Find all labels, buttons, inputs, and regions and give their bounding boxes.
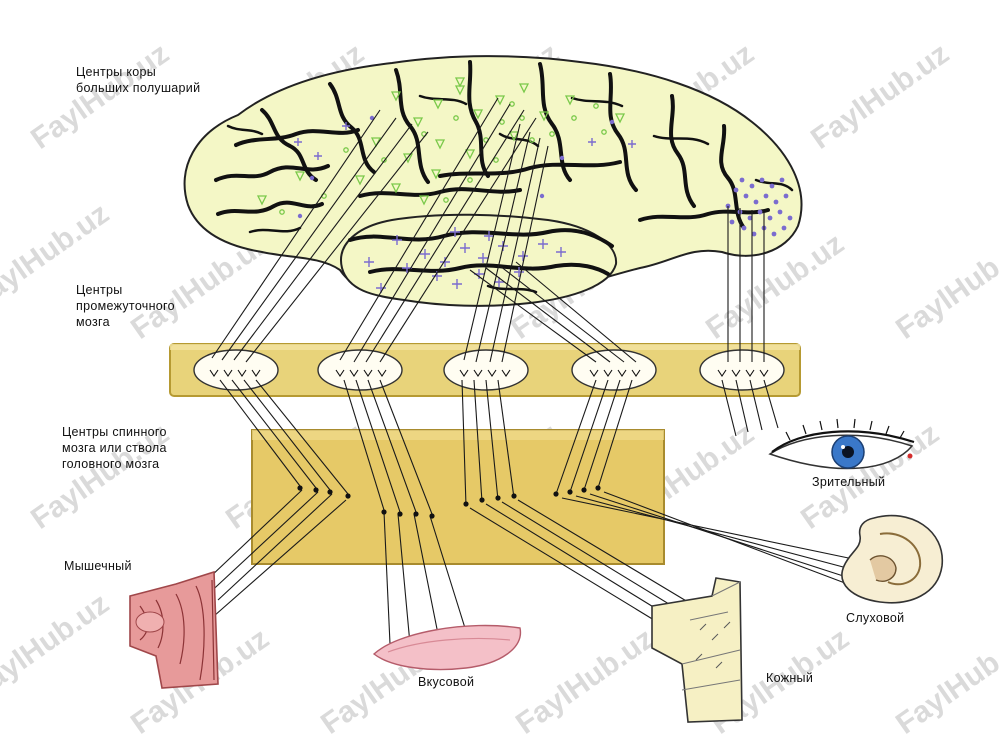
cortical-markers — [256, 77, 626, 215]
tongue-receptor — [372, 624, 522, 671]
label-visual: Зрительный — [812, 475, 885, 489]
eye-receptor — [768, 418, 915, 470]
eye-glint — [841, 445, 845, 449]
ear-helix-fold — [879, 532, 922, 586]
temporal-lobe — [340, 213, 618, 307]
brain — [183, 55, 803, 307]
label-diencephalon-line2: промежуточного — [76, 299, 175, 313]
skin-layers — [681, 581, 741, 691]
synapse-marks — [297, 485, 601, 519]
watermark: FaylHub.uz — [510, 622, 660, 741]
label-diencephalon-line1: Центры — [76, 283, 123, 297]
watermark: FaylHub.uz — [0, 197, 115, 316]
skin-receptors — [695, 621, 731, 669]
nerve-fibers — [189, 97, 875, 645]
label-cortex-line2: больших полушарий — [76, 81, 200, 95]
muscle-receptor — [129, 570, 219, 689]
ear-outer — [841, 514, 943, 604]
tongue — [372, 624, 522, 671]
label-cortex-line1: Центры коры — [76, 65, 156, 79]
label-spinal-line1: Центры спинного — [62, 425, 167, 439]
spinal-highlight — [252, 430, 664, 440]
thalamic-synapses — [209, 369, 769, 377]
band-highlight — [170, 344, 800, 350]
ear-receptor — [841, 514, 943, 604]
spinal-cord-block — [251, 429, 665, 565]
skin-receptor — [651, 577, 743, 723]
thalamic-nucleus-1 — [193, 349, 279, 391]
label-hearing: Слуховой — [846, 611, 904, 625]
tongue-groove — [387, 637, 511, 653]
eye-pupil — [842, 446, 854, 458]
label-taste: Вкусовой — [418, 675, 474, 689]
eyelid — [771, 430, 915, 453]
cortical-markers-purple — [294, 122, 636, 293]
muscle-block — [129, 570, 219, 689]
eyelashes — [785, 418, 905, 441]
watermark: FaylHub.uz — [25, 37, 175, 156]
label-spinal-line3: головного мозга — [62, 457, 159, 471]
muscle-bundle — [135, 611, 165, 633]
label-muscular: Мышечный — [64, 559, 132, 573]
skin-block — [651, 577, 743, 723]
thalamic-nucleus-4 — [571, 349, 657, 391]
thalamic-nucleus-5 — [699, 349, 785, 391]
ear-canal — [869, 555, 897, 582]
watermark: FaylHub.uz — [890, 227, 1000, 346]
level-labels: Центры коры больших полушарий Центры про… — [62, 65, 200, 471]
thalamic-nucleus-3 — [443, 349, 529, 391]
label-diencephalon-line3: мозга — [76, 315, 110, 329]
spinal-rect — [251, 429, 665, 565]
label-spinal-line2: мозга или ствола — [62, 441, 167, 455]
visual-cortex-dots — [297, 115, 793, 237]
watermark: FaylHub.uz — [890, 622, 1000, 741]
thalamic-nucleus-2 — [317, 349, 403, 391]
watermark: FaylHub.uz — [805, 37, 955, 156]
watermark: FaylHub.uz — [0, 587, 115, 706]
diencephalon-band — [169, 343, 801, 397]
eye-corner — [907, 453, 913, 459]
label-skin: Кожный — [766, 671, 813, 685]
